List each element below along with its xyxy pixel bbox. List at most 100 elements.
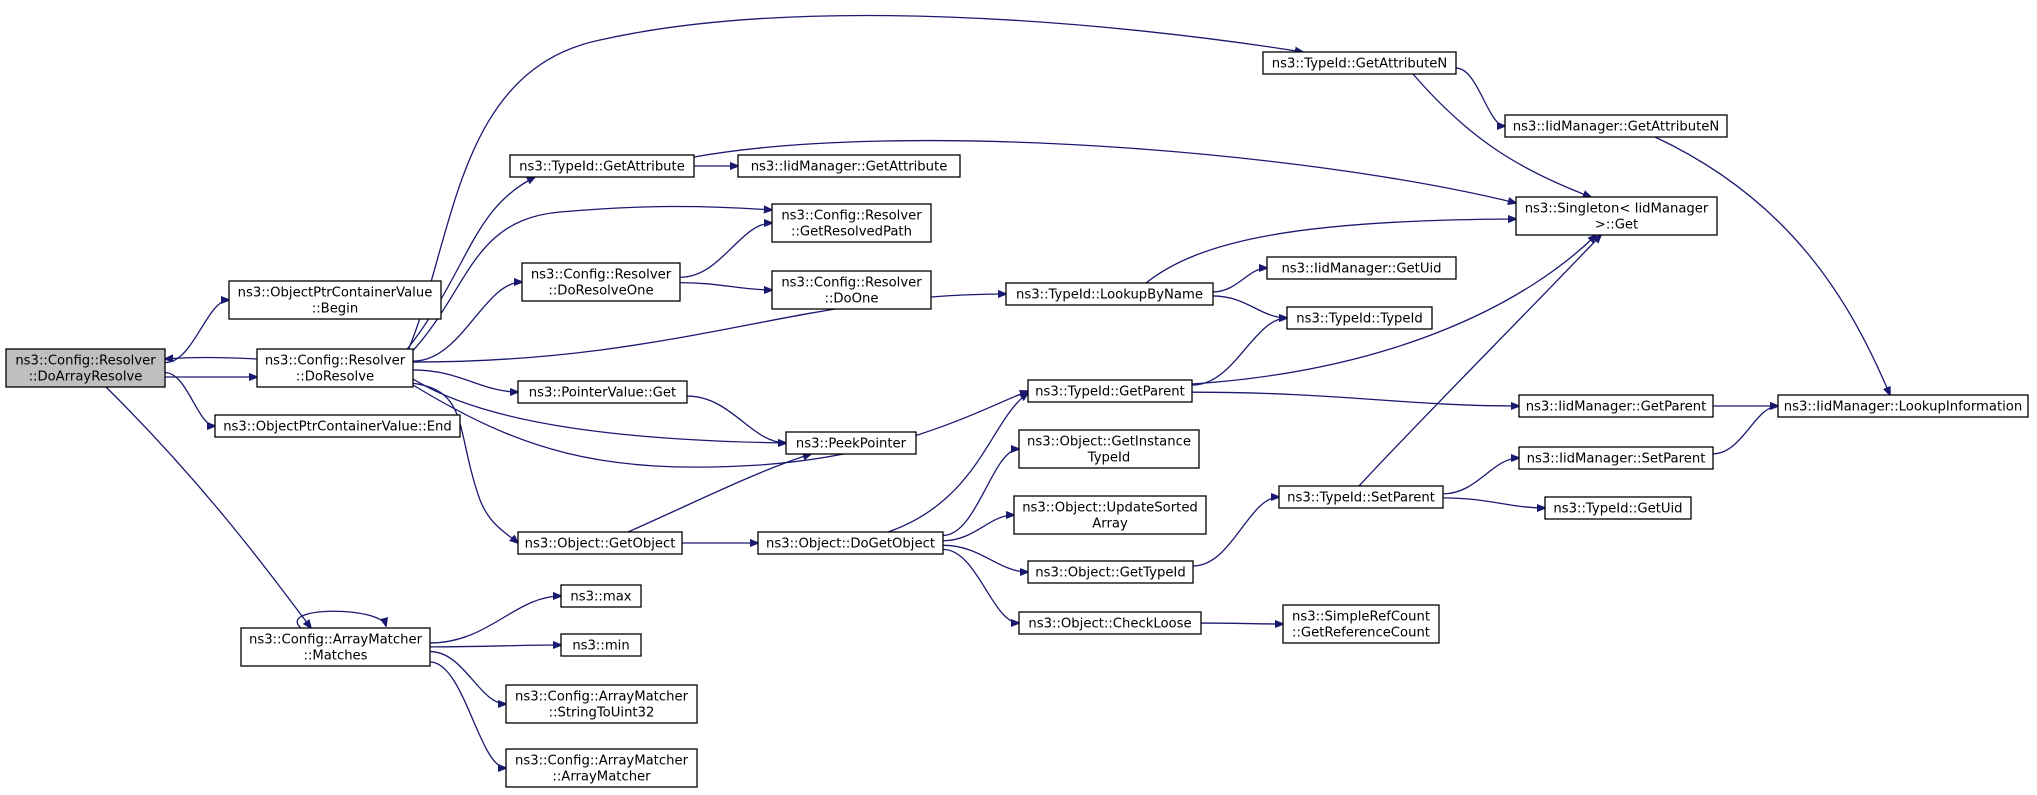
edge-doresolve-to-doresolveone <box>412 282 522 362</box>
node-getattribute[interactable]: ns3::TypeId::GetAttribute <box>509 154 695 178</box>
node-label: ns3::TypeId::LookupByName <box>1016 288 1203 303</box>
node-label: ns3::TypeId::GetAttribute <box>519 160 685 175</box>
edge-doresolveone-to-doone <box>679 281 772 290</box>
node-lookupinformation[interactable]: ns3::IidManager::LookupInformation <box>1777 394 2029 418</box>
edge-lookupbyname-to-iid_getuid <box>1212 268 1267 293</box>
node-box <box>1282 604 1440 644</box>
edge-matches-to-matches <box>296 610 386 629</box>
node-typeid_typeid[interactable]: ns3::TypeId::TypeId <box>1286 306 1433 330</box>
edge-checkloose-to-getreferencecount <box>1200 623 1283 624</box>
node-getresolvedpath[interactable]: ns3::Config::Resolver::GetResolvedPath <box>771 203 932 243</box>
node-getattributen[interactable]: ns3::TypeId::GetAttributeN <box>1262 51 1457 75</box>
node-setparent[interactable]: ns3::TypeId::SetParent <box>1278 485 1444 509</box>
node-typeid_getuid[interactable]: ns3::TypeId::GetUid <box>1544 496 1692 520</box>
edge-typeid_getparent-to-singleton_get <box>1191 235 1596 385</box>
edge-doresolve-to-doarrayresolve <box>165 358 258 360</box>
node-label: ::Matches <box>303 649 367 664</box>
edge-matches-to-min <box>429 645 561 647</box>
node-label: ns3::Config::Resolver <box>781 209 922 224</box>
node-stringtouint32[interactable]: ns3::Config::ArrayMatcher::StringToUint3… <box>505 684 698 724</box>
node-iid_setparent[interactable]: ns3::IidManager::SetParent <box>1518 446 1714 470</box>
node-doarrayresolve[interactable]: ns3::Config::Resolver::DoArrayResolve <box>5 348 166 388</box>
node-label: ns3::Object::CheckLoose <box>1028 617 1191 632</box>
node-label: ns3::Singleton< IidManager <box>1525 202 1709 217</box>
node-label: ns3::IidManager::SetParent <box>1527 452 1706 467</box>
node-box <box>1518 446 1714 470</box>
node-getobject[interactable]: ns3::Object::GetObject <box>517 531 683 555</box>
node-label: ::StringToUint32 <box>549 706 655 721</box>
node-box <box>757 531 944 555</box>
node-label: ::DoOne <box>825 292 879 307</box>
node-singleton_get[interactable]: ns3::Singleton< IidManager>::Get <box>1515 196 1718 236</box>
node-label: ns3::Config::ArrayMatcher <box>515 690 689 705</box>
node-iid_getparent[interactable]: ns3::IidManager::GetParent <box>1518 394 1714 418</box>
node-arraymatcher[interactable]: ns3::Config::ArrayMatcher::ArrayMatcher <box>505 748 698 788</box>
node-lookupbyname[interactable]: ns3::TypeId::LookupByName <box>1005 282 1214 306</box>
node-label: ns3::TypeId::GetParent <box>1035 385 1185 400</box>
node-peekpointer[interactable]: ns3::PeekPointer <box>785 431 917 455</box>
edge-dogetobject-to-updatesortedarray <box>942 515 1014 542</box>
edge-typeid_getparent-to-iid_getparent <box>1191 391 1519 406</box>
node-matches[interactable]: ns3::Config::ArrayMatcher::Matches <box>240 627 431 667</box>
node-box <box>505 748 698 788</box>
nodes: ns3::Config::Resolver::DoArrayResolvens3… <box>5 51 2029 788</box>
edge-setparent-to-iid_setparent <box>1442 458 1519 495</box>
node-box <box>1544 496 1692 520</box>
node-doresolveone[interactable]: ns3::Config::Resolver::DoResolveOne <box>521 262 681 302</box>
node-label: ns3::IidManager::GetUid <box>1281 262 1441 277</box>
edge-doresolve-to-typeid_getparent <box>412 384 1028 468</box>
node-opcv_begin[interactable]: ns3::ObjectPtrContainerValue::Begin <box>228 280 442 320</box>
node-iid_getattributen[interactable]: ns3::IidManager::GetAttributeN <box>1504 114 1728 138</box>
edge-doarrayresolve-to-matches <box>105 386 311 628</box>
node-box <box>771 203 932 243</box>
edge-doresolve-to-getresolvedpath <box>408 206 772 356</box>
node-box <box>228 280 442 320</box>
edge-iid_getattributen-to-lookupinformation <box>1654 136 1890 395</box>
edge-doresolve-to-getobject <box>410 382 518 543</box>
node-box <box>509 154 695 178</box>
node-label: ns3::Object::DoGetObject <box>766 537 935 552</box>
node-label: >::Get <box>1595 218 1638 233</box>
node-box <box>505 684 698 724</box>
node-label: ::GetResolvedPath <box>791 225 912 240</box>
edges <box>105 14 1890 768</box>
edge-doarrayresolve-to-opcv_end <box>164 371 215 426</box>
node-doone[interactable]: ns3::Config::Resolver::DoOne <box>771 270 932 310</box>
edge-doarrayresolve-to-opcv_begin <box>164 300 229 364</box>
node-label: ns3::Object::GetTypeId <box>1035 566 1185 581</box>
node-max[interactable]: ns3::max <box>560 584 642 608</box>
node-checkloose[interactable]: ns3::Object::CheckLoose <box>1018 611 1202 635</box>
node-min[interactable]: ns3::min <box>560 633 642 657</box>
node-label: ns3::ObjectPtrContainerValue <box>238 286 433 301</box>
node-label: ::DoResolveOne <box>548 284 653 299</box>
node-box <box>1278 485 1444 509</box>
edge-getattributen-to-iid_getattributen <box>1455 67 1505 126</box>
node-gettypeid[interactable]: ns3::Object::GetTypeId <box>1027 560 1194 584</box>
node-iid_getuid[interactable]: ns3::IidManager::GetUid <box>1266 256 1457 280</box>
node-box <box>214 414 461 438</box>
edge-doresolve-to-getattribute <box>404 177 535 353</box>
edge-getattribute-to-singleton_get <box>693 139 1516 203</box>
node-pointervalue_get[interactable]: ns3::PointerValue::Get <box>517 380 688 404</box>
edge-doresolveone-to-getresolvedpath <box>679 223 772 278</box>
node-iid_getattribute[interactable]: ns3::IidManager::GetAttribute <box>737 154 961 178</box>
node-label: ns3::min <box>572 639 629 654</box>
node-box <box>1027 379 1193 403</box>
node-dogetobject[interactable]: ns3::Object::DoGetObject <box>757 531 944 555</box>
node-doresolve[interactable]: ns3::Config::Resolver::DoResolve <box>256 348 414 388</box>
node-label: ns3::PointerValue::Get <box>529 386 676 401</box>
node-label: ns3::max <box>570 590 631 605</box>
node-label: ns3::PeekPointer <box>796 437 907 452</box>
edge-doresolve-to-getattributen <box>406 14 1303 354</box>
edge-dogetobject-to-checkloose <box>942 548 1019 623</box>
node-getreferencecount[interactable]: ns3::SimpleRefCount::GetReferenceCount <box>1282 604 1440 644</box>
node-label: ns3::ObjectPtrContainerValue::End <box>223 420 452 435</box>
node-label: ::DoArrayResolve <box>29 370 143 385</box>
node-label: ns3::Object::GetInstance <box>1027 435 1191 450</box>
node-opcv_end[interactable]: ns3::ObjectPtrContainerValue::End <box>214 414 461 438</box>
node-typeid_getparent[interactable]: ns3::TypeId::GetParent <box>1027 379 1193 403</box>
node-label: ns3::Config::ArrayMatcher <box>249 633 423 648</box>
edge-dogetobject-to-typeid_getparent <box>887 393 1028 533</box>
